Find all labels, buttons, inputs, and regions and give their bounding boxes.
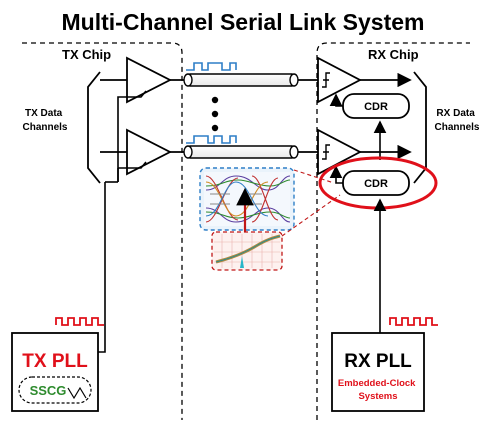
tx-driver-2 [126, 128, 172, 176]
sscg-label: SSCG [30, 383, 67, 398]
rx-pll-label: RX PLL [344, 351, 412, 372]
zoom-line-2 [281, 194, 341, 237]
rx-channels-bracket [413, 71, 427, 184]
tx-ch1-waveform [186, 62, 237, 71]
tx-channels-bracket [87, 71, 101, 184]
jitter-plot-inset [211, 231, 283, 271]
rx-data-channels-label: RX Data Channels [434, 108, 479, 133]
cdr-bottom-feedback [329, 165, 343, 184]
tx-ch2-waveform [186, 135, 237, 144]
cdr-top-feedback [329, 93, 343, 107]
zoom-line-1 [293, 169, 335, 184]
rx-pll-sublabel: Embedded-Clock Systems [338, 378, 418, 402]
tx-driver-2-clock-arrow [118, 161, 147, 169]
rx-sampler-1 [317, 56, 362, 104]
cdr-top-label: CDR [364, 101, 388, 113]
tx-driver-1-clock-arrow [117, 90, 147, 182]
sscg-wave-icon [67, 386, 87, 400]
rx-sampler-2-clock-symbol [322, 144, 330, 160]
rx-sampler-1-clock-symbol [322, 72, 330, 88]
tx-chip-boundary [22, 42, 183, 420]
channel-cable-2 [183, 145, 299, 159]
tx-clock-pulses [55, 317, 104, 326]
rx-clock-pulses [389, 317, 438, 326]
channel-cable-1 [183, 73, 299, 87]
tx-pll-clock-line [98, 182, 106, 353]
tx-data-channels-label: TX Data Channels [22, 108, 67, 133]
cdr-bottom-label: CDR [364, 178, 388, 190]
rx-pll-block [331, 332, 425, 412]
tx-driver-1 [126, 56, 172, 104]
more-channels-dots [211, 96, 219, 132]
tx-pll-label: TX PLL [22, 351, 88, 372]
eye-diagram-inset [199, 167, 295, 231]
rx-chip-label: RX Chip [368, 47, 419, 62]
tx-chip-label: TX Chip [62, 47, 111, 62]
diagram-title: Multi-Channel Serial Link System [62, 9, 425, 35]
